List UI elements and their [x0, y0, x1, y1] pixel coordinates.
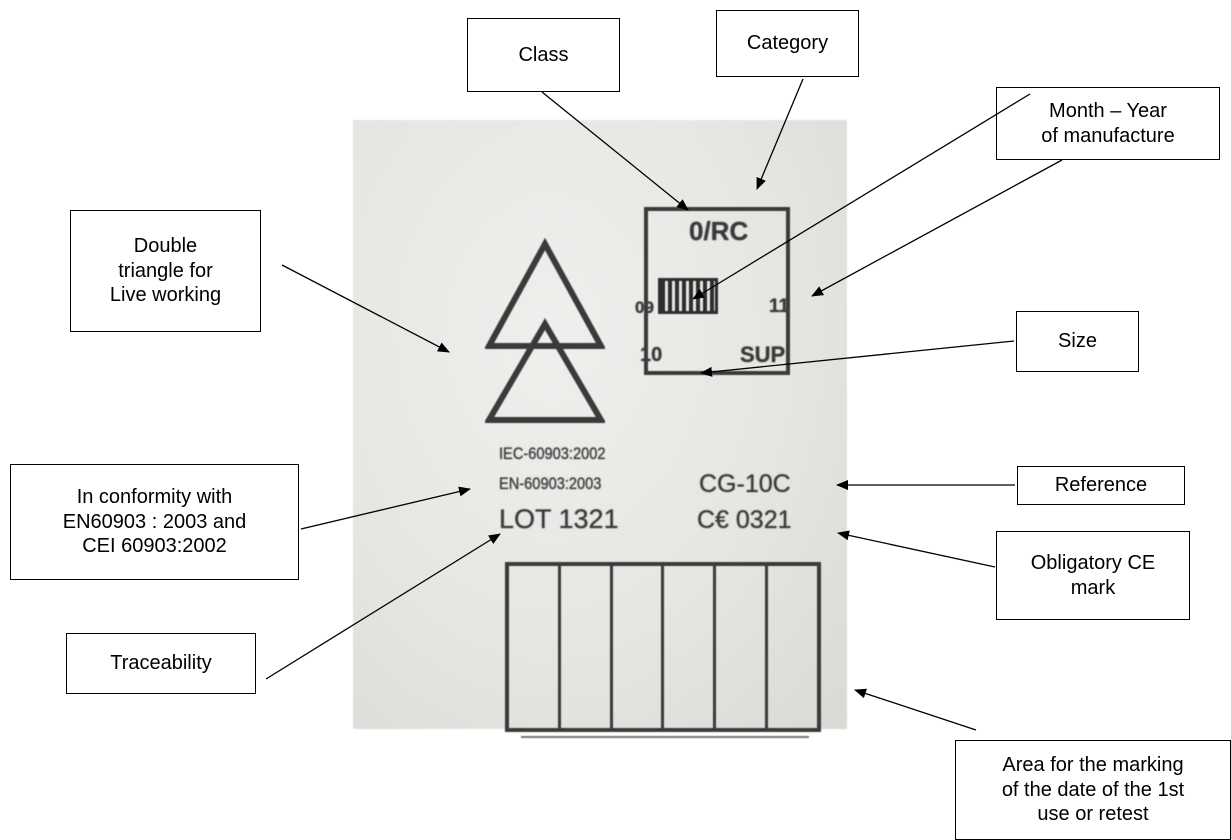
callout-reference: Reference — [1017, 466, 1185, 505]
callout-marking-area: Area for the marking of the date of the … — [955, 740, 1231, 840]
grid-cell — [509, 566, 561, 728]
callout-double-triangle: Double triangle for Live working — [70, 210, 261, 332]
size-suffix-text: SUP — [740, 342, 786, 367]
grid-cell — [768, 566, 817, 728]
class-category-text: 0/RC — [689, 216, 749, 246]
reference-text: CG-10C — [699, 470, 791, 498]
ce-mark-text: C€ 0321 — [697, 506, 792, 534]
size-text: 10 — [640, 344, 663, 366]
callout-size: Size — [1016, 311, 1139, 372]
grid-underline — [521, 736, 809, 738]
callout-ce-mark-text: Obligatory CE mark — [1030, 552, 1156, 599]
year-text: 11 — [769, 296, 790, 317]
callout-conformity-text: In conformity with EN60903 : 2003 and CE… — [62, 486, 247, 558]
callout-month-year: Month – Year of manufacture — [996, 87, 1220, 160]
callout-month-year-text: Month – Year of manufacture — [1041, 100, 1175, 147]
arrow-marking-area — [854, 688, 977, 731]
callout-category-text: Category — [746, 32, 829, 55]
grid-cell — [664, 566, 717, 728]
standard-en-text: EN-60903:2003 — [499, 474, 602, 493]
callout-double-triangle-text: Double triangle for Live working — [109, 235, 222, 307]
double-triangle-icon — [485, 238, 605, 423]
arrow-ce-mark — [837, 530, 996, 568]
callout-size-text: Size — [1058, 330, 1097, 353]
grid-cell — [561, 566, 613, 728]
callout-class-text: Class — [518, 43, 569, 66]
callout-traceability-text: Traceability — [110, 652, 212, 675]
date-marking-grid — [505, 562, 821, 732]
arrow-year — [811, 159, 1063, 297]
callout-ce-mark: Obligatory CE mark — [996, 531, 1190, 620]
callout-traceability: Traceability — [66, 633, 256, 694]
glove-label-photo: 0/RC 09 11 10 SUP IEC-60903:2002 EN-6090… — [353, 120, 847, 738]
month-text: 09 — [635, 298, 654, 317]
callout-category: Category — [716, 10, 859, 77]
callout-class: Class — [467, 18, 620, 92]
grid-cell — [613, 566, 665, 728]
callout-reference-text: Reference — [1054, 474, 1148, 497]
barcode-icon — [658, 278, 718, 314]
standard-iec-text: IEC-60903:2002 — [499, 444, 606, 463]
callout-conformity: In conformity with EN60903 : 2003 and CE… — [10, 464, 299, 580]
callout-marking-area-text: Area for the marking of the date of the … — [1001, 754, 1185, 826]
grid-cell — [716, 566, 769, 728]
lot-text: LOT 1321 — [499, 504, 619, 534]
